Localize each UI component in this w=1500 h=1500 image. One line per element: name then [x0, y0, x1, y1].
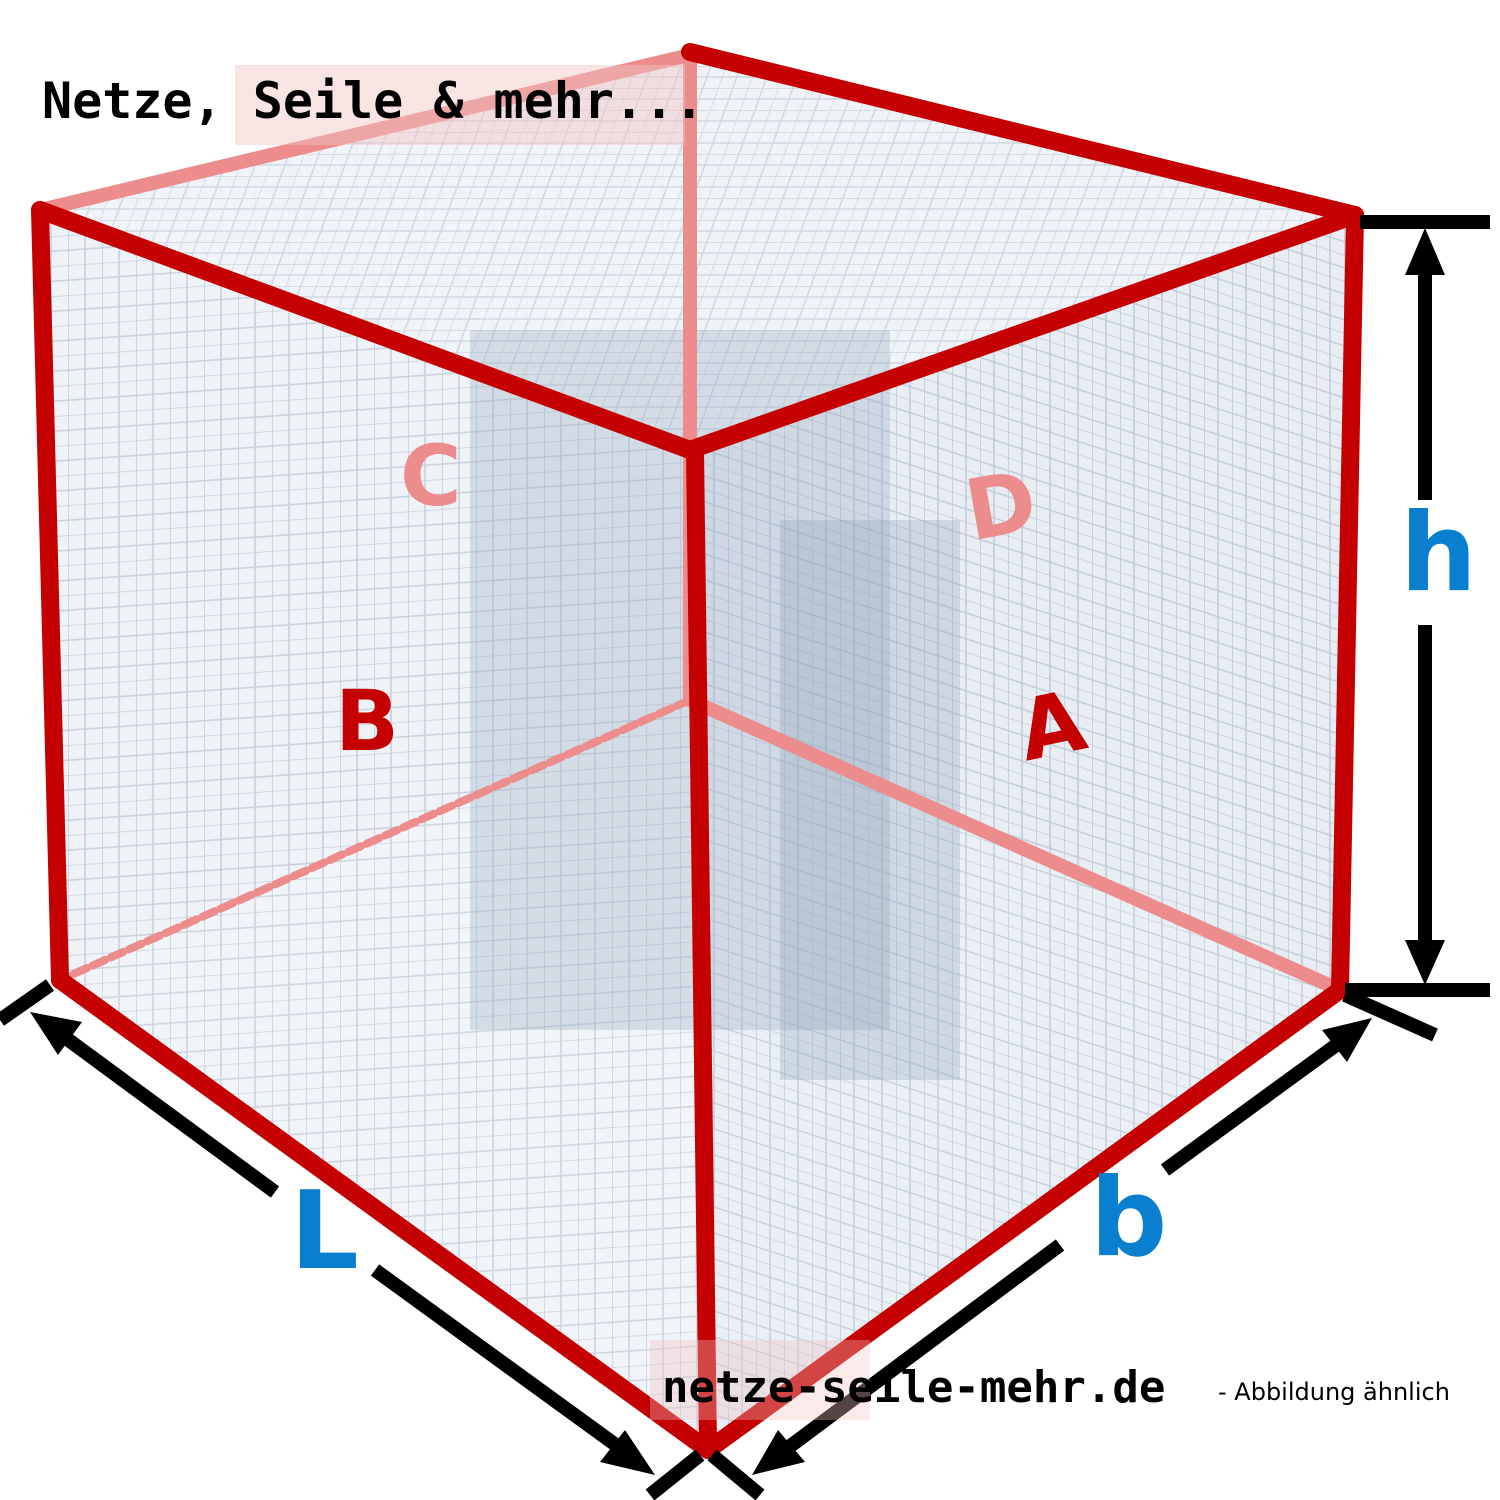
- top-net: [40, 50, 1355, 450]
- inner-shadow-2: [780, 520, 960, 1080]
- face-label-b: B: [335, 672, 399, 770]
- length-extension-right: [645, 1449, 705, 1500]
- edge-center-vertical: [686, 441, 717, 1459]
- face-label-c: C: [400, 427, 462, 525]
- width-arrow-right: [1322, 1018, 1372, 1062]
- edge-top-back-right: [681, 43, 1364, 224]
- edge-right-vertical: [1331, 206, 1364, 999]
- width-arrow-left: [752, 1430, 805, 1475]
- edge-bottom-right: [699, 981, 1349, 1459]
- height-arrow-top: [1405, 228, 1445, 275]
- length-arrow-right: [600, 1430, 655, 1475]
- hidden-edge-right-bottom: [683, 693, 1347, 997]
- length-line-lower: [370, 1264, 625, 1454]
- visible-edges: [31, 43, 1364, 1459]
- height-arrow-bottom: [1405, 940, 1445, 985]
- front-left-net: [40, 210, 705, 1450]
- edge-left-vertical: [31, 201, 69, 989]
- length-extension-left: [0, 979, 55, 1026]
- length-line-upper: [50, 1024, 280, 1198]
- width-extension-left: [707, 1449, 765, 1500]
- dimension-lines: [0, 215, 1490, 1500]
- edge-top-front-left: [31, 201, 699, 459]
- footer-highlight: [650, 1340, 870, 1420]
- face-label-d: D: [958, 452, 1044, 561]
- width-line-lower: [780, 1239, 1065, 1456]
- brand-title: Netze, Seile & mehr...: [42, 72, 704, 130]
- hidden-edge-left-bottom: [56, 696, 694, 984]
- dimension-label-length: L: [290, 1169, 359, 1294]
- edge-top-front-right: [681, 206, 1364, 459]
- dimension-label-width: b: [1090, 1156, 1167, 1281]
- front-right-net: [690, 215, 1355, 1450]
- image-disclaimer: - Abbildung ähnlich: [1218, 1378, 1450, 1406]
- brand-highlight: [235, 65, 685, 145]
- length-arrow-left: [30, 1012, 82, 1055]
- width-extension-right: [1342, 988, 1438, 1042]
- edge-bottom-left: [51, 971, 717, 1459]
- width-line-upper: [1160, 1029, 1355, 1176]
- hidden-edge-top-left: [33, 48, 697, 217]
- website-url: netze-seile-mehr.de: [662, 1362, 1165, 1413]
- dimension-label-height: h: [1400, 491, 1477, 616]
- dimension-arrowheads: [30, 228, 1445, 1475]
